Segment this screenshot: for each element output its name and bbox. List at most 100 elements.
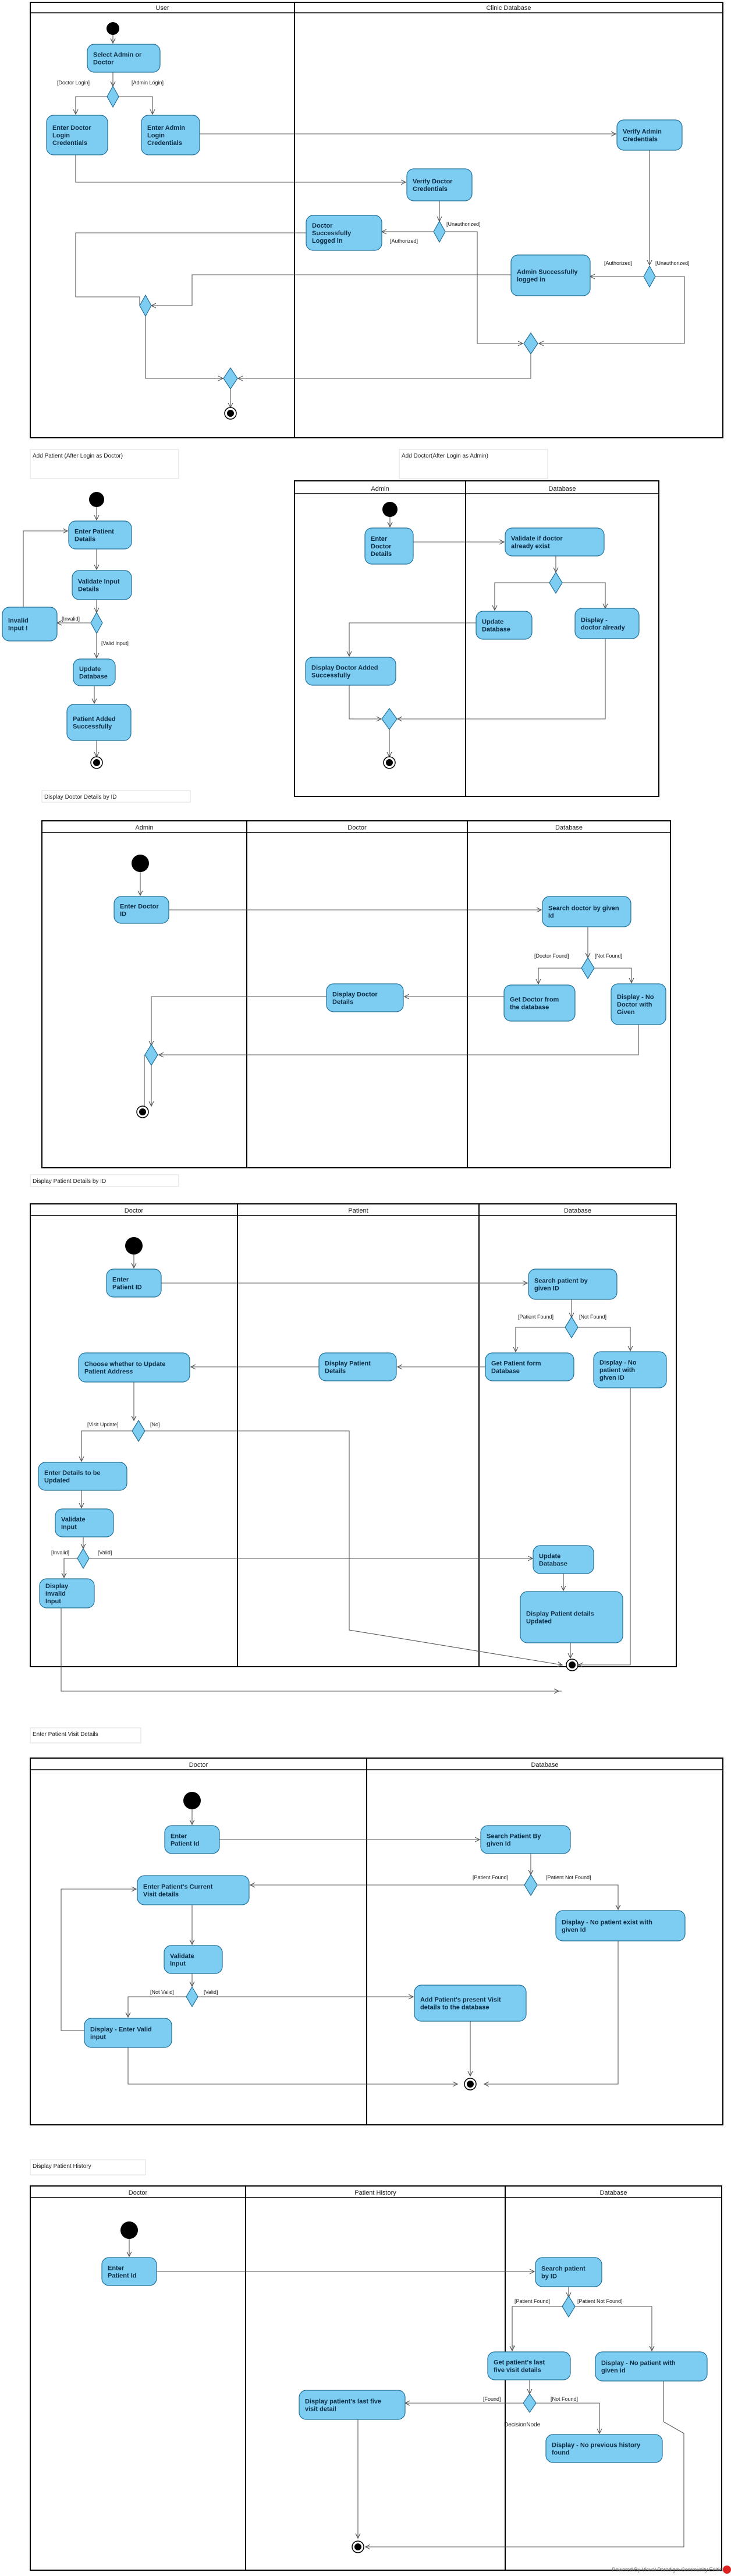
display-doctor-title: Display Doctor Details by ID — [44, 794, 116, 800]
enter-doctor-details-label: Doctor — [371, 543, 392, 550]
guard-invalid: [Invalid] — [62, 616, 80, 622]
validate-input-p-label: Validate — [61, 1516, 86, 1523]
enter-doctor-login-label: Enter Doctor — [52, 125, 91, 132]
lane-header: Database — [564, 1207, 591, 1214]
patient-added-successfully-label: Patient Added — [73, 716, 116, 723]
enter-current-visit-label: Visit details — [143, 1891, 179, 1898]
guard-doctor-login: [Doctor Login] — [57, 80, 90, 86]
update-database-p-label: Update — [539, 1553, 560, 1560]
flow — [151, 274, 511, 306]
enter-details-to-update-label: Updated — [44, 1477, 70, 1484]
history-frame — [30, 2185, 722, 2571]
login-end — [224, 407, 237, 420]
add-doctor-title-box — [399, 449, 548, 479]
flow — [398, 639, 606, 719]
update-database-doctor-label: Database — [482, 626, 510, 633]
validate-p-decision — [77, 1547, 90, 1569]
flow — [23, 531, 68, 607]
search-patient-label: Search patient by — [534, 1278, 588, 1285]
search-patient-history-label: by ID — [541, 2273, 557, 2280]
flow — [537, 1884, 618, 1909]
flow — [538, 968, 581, 984]
history-title-box — [30, 2159, 146, 2175]
get-doctor-from-database-label: the database — [510, 1004, 549, 1011]
flow — [75, 232, 306, 306]
patient-details-updated-label: Display Patient details — [526, 1611, 594, 1618]
lane-header: Patient History — [354, 2189, 396, 2196]
search-patient-by-id-label: Search Patient By — [487, 1833, 541, 1840]
invalid-input-label: Invalid — [8, 618, 29, 625]
display-doctor-already-label: doctor already — [581, 625, 626, 632]
display-patient-details-label: Display Patient — [325, 1360, 371, 1367]
validate-input-details-label: Validate Input — [78, 579, 120, 586]
enter-patient-details-label: Details — [74, 536, 95, 543]
update-database-patient-label: Database — [79, 674, 108, 681]
guard-history-notfound: [Patient Not Found] — [577, 2298, 623, 2304]
add-doctor-frame — [294, 480, 659, 797]
flow — [159, 1025, 639, 1055]
flow — [64, 1558, 77, 1578]
enter-current-visit-label: Enter Patient's Current — [143, 1884, 213, 1891]
display-doctor-details-label: Display Doctor — [332, 991, 378, 998]
add-visit-details-label: details to the database — [420, 2004, 489, 2011]
search-patient-label: given ID — [534, 1285, 559, 1292]
get-last-five-visits-label: Get patient's last — [494, 2359, 545, 2366]
update-decision — [132, 1419, 146, 1443]
login-decision — [107, 85, 119, 108]
flow — [61, 1889, 136, 2031]
display-patient-frame — [30, 1203, 677, 1667]
display-last-five-visits-label: visit detail — [305, 2406, 336, 2413]
add-doctor-start — [382, 502, 398, 517]
validate-input-details-label: Details — [78, 586, 99, 593]
get-last-five-visits-label: five visit details — [494, 2367, 541, 2374]
lane-header: Doctor — [129, 2189, 148, 2196]
decision-node-label: DecisionNode — [504, 2422, 541, 2428]
display-doctor-details-label: Details — [332, 999, 353, 1006]
enter-admin-login-label: Enter Admin — [147, 125, 185, 132]
add-visit-details-label: Add Patient's present Visit — [420, 1997, 501, 2004]
flow — [495, 582, 549, 610]
add-patient-title-box — [30, 449, 179, 479]
validate-input-visit-label: Validate — [170, 1953, 194, 1960]
guard-authorized-admin: [Authorized] — [604, 260, 632, 266]
display-patient-end — [566, 1659, 579, 1671]
verify-admin-label: Credentials — [623, 136, 658, 143]
lane-header: Admin — [135, 824, 153, 831]
display-doctor-merge — [144, 1043, 158, 1066]
flow — [365, 2381, 684, 2547]
flow — [61, 1608, 562, 1692]
guard-found2: [Found] — [483, 2396, 501, 2402]
footer-text: Powered By Visual Paradigm Community Edi… — [612, 2567, 725, 2573]
history-title: Display Patient History — [33, 2163, 91, 2170]
admin-logged-in-label: Admin Successfully — [517, 269, 578, 276]
lane-header: Database — [555, 824, 583, 831]
flow — [445, 231, 523, 343]
search-doctor-label: Id — [548, 913, 554, 920]
flow — [578, 1327, 630, 1351]
add-patient-start — [89, 492, 104, 507]
display-no-doctor-label: Doctor with — [617, 1001, 652, 1008]
search-doctor-label: Search doctor by given — [548, 905, 619, 912]
flow — [512, 2306, 562, 2347]
display-no-patient-history-label: Display - No patient with — [601, 2360, 676, 2367]
